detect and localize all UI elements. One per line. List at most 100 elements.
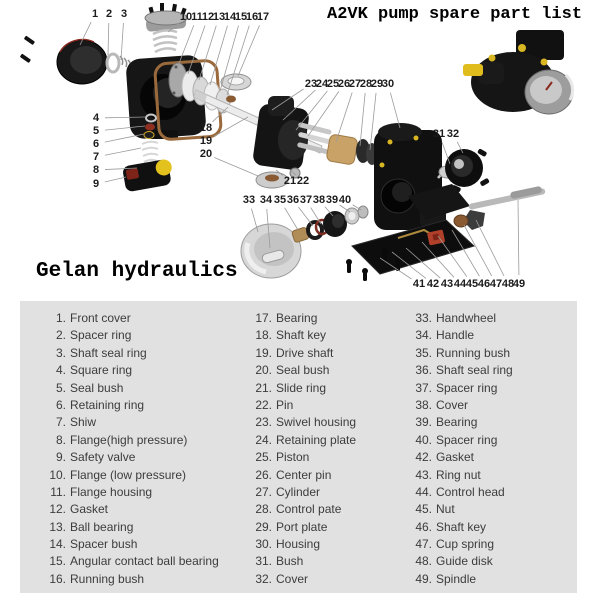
part-number: 31. xyxy=(255,554,272,569)
part-label: Gasket xyxy=(436,450,475,465)
callout-leader-line xyxy=(104,133,145,143)
callout-label-33: 33 xyxy=(243,194,255,206)
part-label: Housing xyxy=(276,537,321,552)
callout-label-32: 32 xyxy=(447,128,459,140)
callout-leader-line xyxy=(359,92,366,147)
part-list-item: 12.Gasket xyxy=(44,501,244,518)
callout-leader-line xyxy=(475,219,505,277)
callout-label-48: 48 xyxy=(502,278,514,290)
part-list-item: 43. Ring nut xyxy=(410,467,570,484)
callout-label-35: 35 xyxy=(274,194,286,206)
part-number: 29. xyxy=(255,519,272,534)
callout-label-21: 21 xyxy=(284,175,296,187)
brand-title: Gelan hydraulics xyxy=(36,260,238,283)
part-number: 33. xyxy=(415,311,432,325)
callout-label-25: 25 xyxy=(327,78,339,90)
callout-leader-line xyxy=(219,25,239,92)
part-label: Control pate xyxy=(276,502,342,517)
part-label: Center pin xyxy=(276,467,332,482)
part-label: Angular contact ball bearing xyxy=(70,554,219,569)
callout-leader-line xyxy=(214,157,259,177)
callout-label-38: 38 xyxy=(313,194,325,206)
callout-leader-line xyxy=(107,22,110,56)
part-number: 22. xyxy=(255,397,272,412)
part-number: 20. xyxy=(255,363,272,378)
part-list-item: 4.Square ring xyxy=(44,362,244,379)
callout-leader-line xyxy=(339,204,351,213)
part-list-item: 22.Pin xyxy=(250,397,405,414)
callout-label-45: 45 xyxy=(466,278,478,290)
part-number: 45. xyxy=(415,502,432,517)
part-label: Spindle xyxy=(436,571,477,586)
part-list-item: 17.Bearing xyxy=(250,310,405,327)
callout-label-19: 19 xyxy=(200,135,212,147)
part-list-item: 19.Drive shaft xyxy=(250,345,405,362)
part-list-item: 36.Shaft seal ring xyxy=(410,362,570,379)
callout-label-10: 10 xyxy=(180,11,192,23)
part-label: Flange(high pressure) xyxy=(70,432,188,447)
part-list-item: 38.Cover xyxy=(410,397,570,414)
callout-label-13: 13 xyxy=(213,11,225,23)
callout-label-27: 27 xyxy=(349,78,361,90)
part-list-item: 49.Spindle xyxy=(410,571,570,588)
callout-leader-line xyxy=(213,116,249,137)
part-label: Square ring xyxy=(70,363,133,378)
callout-label-14: 14 xyxy=(224,11,237,23)
part-number: 35. xyxy=(415,345,432,360)
callout-leader-line xyxy=(104,125,146,131)
page-title: A2VK pump spare part list xyxy=(327,5,583,24)
cover-bush-parts xyxy=(437,149,490,193)
callout-label-15: 15 xyxy=(235,11,247,23)
part-list-item: 29. Port plate xyxy=(250,519,405,536)
callout-label-9: 9 xyxy=(93,178,99,190)
part-list-item: 10.Flange (low pressure) xyxy=(44,467,244,484)
part-number: 21. xyxy=(255,380,272,395)
part-number: 43. xyxy=(415,467,432,482)
callout-leader-line xyxy=(352,204,362,211)
part-number: 28. xyxy=(255,502,272,517)
part-label: Bearing xyxy=(276,311,318,325)
part-label: Drive shaft xyxy=(276,345,334,360)
callout-leader-line xyxy=(266,208,271,249)
callout-leader-line xyxy=(104,176,127,183)
part-list-item: 28. Control pate xyxy=(250,501,405,518)
part-list-item: 6.Retaining ring xyxy=(44,397,244,414)
part-label: Retaining plate xyxy=(276,432,357,447)
part-label: Guide disk xyxy=(436,554,493,569)
part-label: Spacer ring xyxy=(436,380,498,395)
callout-label-49: 49 xyxy=(513,278,525,290)
seal-bush-part xyxy=(145,123,155,131)
part-list-item: 2.Spacer ring xyxy=(44,327,244,344)
part-list-item: 14.Spacer bush xyxy=(44,536,244,553)
part-label: Running bush xyxy=(70,571,145,586)
part-list-item: 24.Retaining plate xyxy=(250,432,405,449)
part-list-item: 3.Shaft seal ring xyxy=(44,345,244,362)
callout-label-30: 30 xyxy=(382,78,394,90)
part-list-item: 26.Center pin xyxy=(250,467,405,484)
callout-leader-line xyxy=(391,251,427,279)
callout-label-37: 37 xyxy=(300,194,312,206)
front-cover-part xyxy=(56,38,108,85)
part-number: 7. xyxy=(55,415,66,430)
part-label: Ring nut xyxy=(436,467,481,482)
pump-photo xyxy=(463,30,575,115)
callout-leader-line xyxy=(389,92,401,129)
part-list-item: 18.Shaft key xyxy=(250,327,405,344)
part-number: 47. xyxy=(415,537,432,552)
part-number: 9. xyxy=(55,450,66,465)
part-number: 15. xyxy=(49,554,66,569)
part-number: 42. xyxy=(415,450,432,465)
callout-label-3: 3 xyxy=(121,8,127,20)
callout-leader-line xyxy=(463,224,493,277)
part-number: 12. xyxy=(49,502,66,517)
spacer-ring-part xyxy=(105,52,121,74)
part-list-item: 30.Housing xyxy=(250,536,405,553)
part-label: Shaft key xyxy=(276,328,327,343)
callout-leader-line xyxy=(237,25,260,77)
callout-label-12: 12 xyxy=(202,11,214,23)
part-label: Shiw xyxy=(70,415,97,430)
flange-low-pressure-part xyxy=(144,3,188,32)
part-label: Port plate xyxy=(276,519,328,534)
spindle-part xyxy=(453,186,546,230)
